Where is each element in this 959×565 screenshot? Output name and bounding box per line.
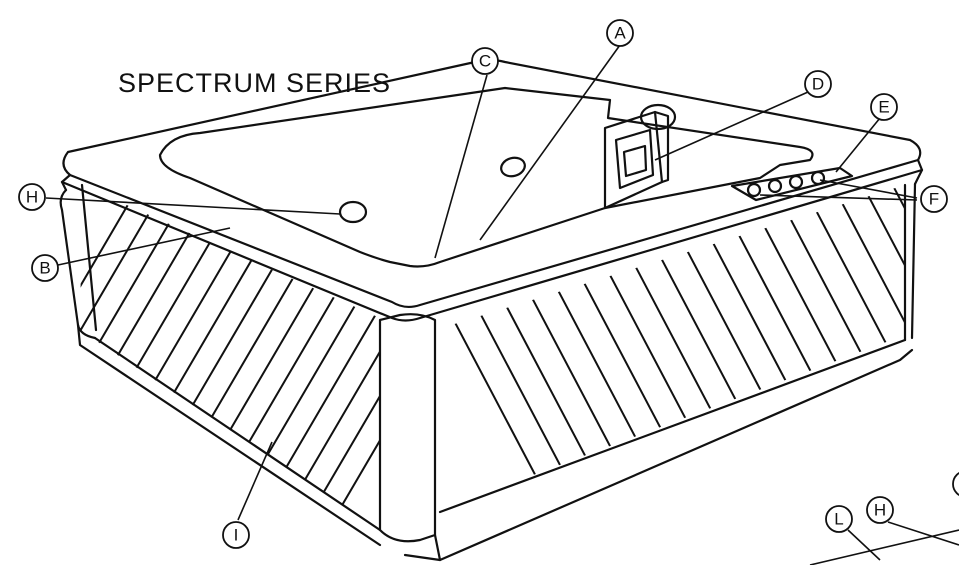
- skimmer-box: [603, 110, 670, 210]
- slat-line: [649, 185, 851, 512]
- slat-line: [80, 185, 239, 530]
- slat-line: [80, 185, 187, 530]
- callout-F: F: [920, 185, 948, 213]
- spa-tub-opening: [158, 86, 814, 268]
- left-panel-slats: [80, 185, 380, 530]
- slat-line: [950, 180, 959, 560]
- slat-line: [439, 185, 641, 512]
- slat-line: [829, 185, 905, 512]
- corner-post-front: [378, 313, 437, 543]
- spa-base-left: [76, 323, 382, 547]
- slat-line: [859, 185, 905, 512]
- callout-label-I: I: [234, 526, 239, 545]
- slat-line: [589, 185, 791, 512]
- slat-line: [739, 185, 905, 512]
- corner-post-left: [59, 188, 97, 340]
- slat-line: [769, 185, 905, 512]
- slat-line: [80, 185, 161, 530]
- slat-line: [80, 185, 291, 530]
- callout-H: H: [18, 183, 46, 211]
- slat-line: [283, 185, 380, 530]
- slat-line: [309, 185, 380, 530]
- callout-label-D: D: [812, 75, 824, 94]
- slat-line: [499, 185, 701, 512]
- callout-label-H-secondary: H: [874, 501, 886, 520]
- callout-B: B: [31, 254, 59, 282]
- callout-C: C: [471, 47, 499, 75]
- slat-line: [205, 185, 380, 530]
- callout-A: A: [606, 19, 634, 47]
- slat-line: [920, 180, 959, 560]
- slat-line: [435, 185, 611, 512]
- callout-H-secondary: H: [866, 496, 894, 524]
- callout-D: D: [804, 70, 832, 98]
- spa-base-right: [433, 348, 914, 562]
- callout-E: E: [870, 93, 898, 121]
- callout-label-A: A: [614, 24, 626, 43]
- slat-line: [529, 185, 731, 512]
- diagram-title: SPECTRUM SERIES: [118, 68, 392, 98]
- callout-L: L: [825, 505, 853, 533]
- slat-line: [80, 185, 213, 530]
- callout-label-E: E: [878, 98, 889, 117]
- control-panel: [730, 166, 854, 202]
- callout-label-C: C: [479, 52, 491, 71]
- spa-deck-top: [62, 58, 922, 309]
- callout-partial-edge: [952, 471, 959, 497]
- leader-lines: [45, 44, 959, 565]
- slat-line: [80, 185, 265, 530]
- callout-label-F: F: [929, 190, 939, 209]
- slat-line: [559, 185, 761, 512]
- callout-label-H: H: [26, 188, 38, 207]
- slat-line: [889, 185, 905, 512]
- callout-label-B: B: [39, 259, 50, 278]
- slat-line: [435, 185, 581, 512]
- slat-line: [679, 185, 881, 512]
- callout-label-L: L: [834, 510, 843, 529]
- jet-fitting-2: [500, 156, 526, 178]
- callout-I: I: [222, 521, 250, 549]
- slat-line: [153, 185, 380, 530]
- spa-deck-edge: [60, 158, 924, 322]
- jet-fitting-1: [338, 200, 368, 224]
